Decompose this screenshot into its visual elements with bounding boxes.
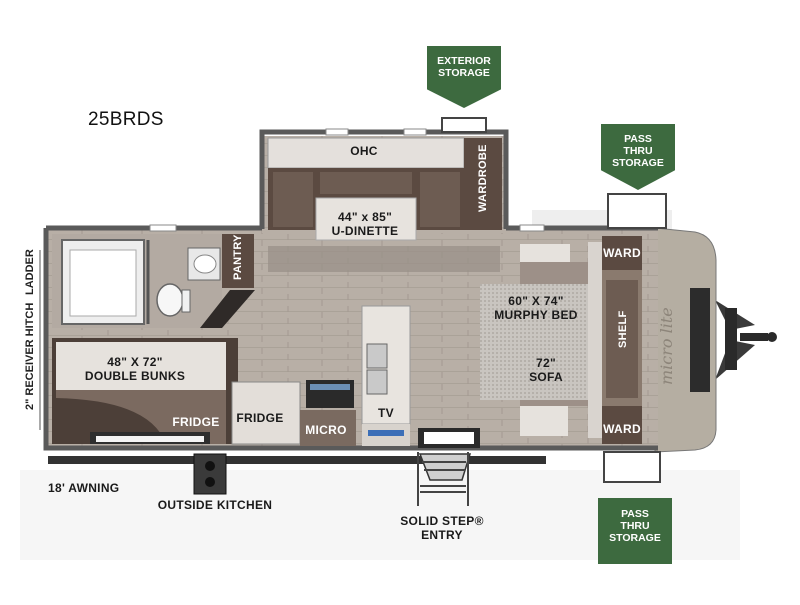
badge-line: EXTERIOR (437, 55, 491, 67)
solid-step-label: SOLID STEP® (400, 514, 484, 528)
dinette-size-label: 44" x 85" (337, 210, 393, 224)
fridge-left-label: FRIDGE (172, 415, 220, 429)
badge-line: PASS (624, 133, 652, 145)
pantry-label: PANTRY (232, 234, 244, 280)
murphy-size-label: 60" X 74" (508, 294, 564, 308)
shelf-label: SHELF (617, 310, 629, 348)
pass-thru-door-top (607, 193, 667, 229)
ohc-cabinet (267, 137, 465, 169)
badge-line: STORAGE (612, 157, 664, 169)
bunks-area (52, 338, 238, 444)
nose-window (690, 288, 710, 392)
entry-label: ENTRY (421, 528, 463, 542)
u-dinette (268, 168, 464, 241)
exterior-storage-door (441, 117, 487, 133)
badge-line: THRU (623, 145, 653, 157)
wardrobe-cabinet (464, 138, 502, 230)
nose-cap (654, 227, 717, 453)
dinette-label: U-DINETTE (331, 224, 399, 238)
brand-script: micro lite (657, 307, 676, 385)
murphy-label: MURPHY BED (494, 308, 578, 322)
bunks-label: DOUBLE BUNKS (84, 369, 186, 383)
entry-door (417, 428, 480, 506)
hitch (715, 300, 777, 380)
micro-label: MICRO (305, 423, 347, 437)
bunks-size-label: 48" X 72" (107, 355, 163, 369)
wardrobe-label: WARDROBE (477, 144, 489, 212)
outside-kitchen-unit (193, 453, 227, 495)
fridge-right-label: FRIDGE (236, 411, 284, 425)
tv-label: TV (378, 406, 394, 420)
badge-line: STORAGE (438, 67, 490, 79)
badge-line: STORAGE (609, 532, 661, 544)
sofa-label: SOFA (529, 370, 563, 384)
receiver-hitch-label: 2" RECEIVER HITCH (24, 302, 36, 410)
pass-thru-door-bottom (603, 451, 661, 483)
awning-label: 18' AWNING (48, 481, 120, 495)
awning-bar (48, 456, 546, 464)
sofa-size-label: 72" (536, 356, 556, 370)
ward-top-label: WARD (603, 246, 641, 260)
ward-bottom-label: WARD (603, 422, 641, 436)
badge-line: THRU (620, 520, 650, 532)
badge-line: PASS (621, 508, 649, 520)
front-cabinets (602, 236, 642, 444)
ladder-label: LADDER (24, 249, 36, 295)
outside-kitchen-label: OUTSIDE KITCHEN (157, 498, 273, 512)
ohc-label: OHC (350, 144, 378, 158)
murphy-bed-sofa (480, 242, 602, 438)
dinette-rug (268, 246, 500, 272)
kitchen (231, 305, 411, 446)
windows (149, 128, 545, 232)
bathroom (52, 234, 255, 328)
exterior-storage-badge: EXTERIOR STORAGE (427, 46, 501, 108)
model-number: 25BRDS (88, 109, 164, 130)
pass-thru-storage-badge-bottom: PASS THRU STORAGE (598, 498, 672, 564)
